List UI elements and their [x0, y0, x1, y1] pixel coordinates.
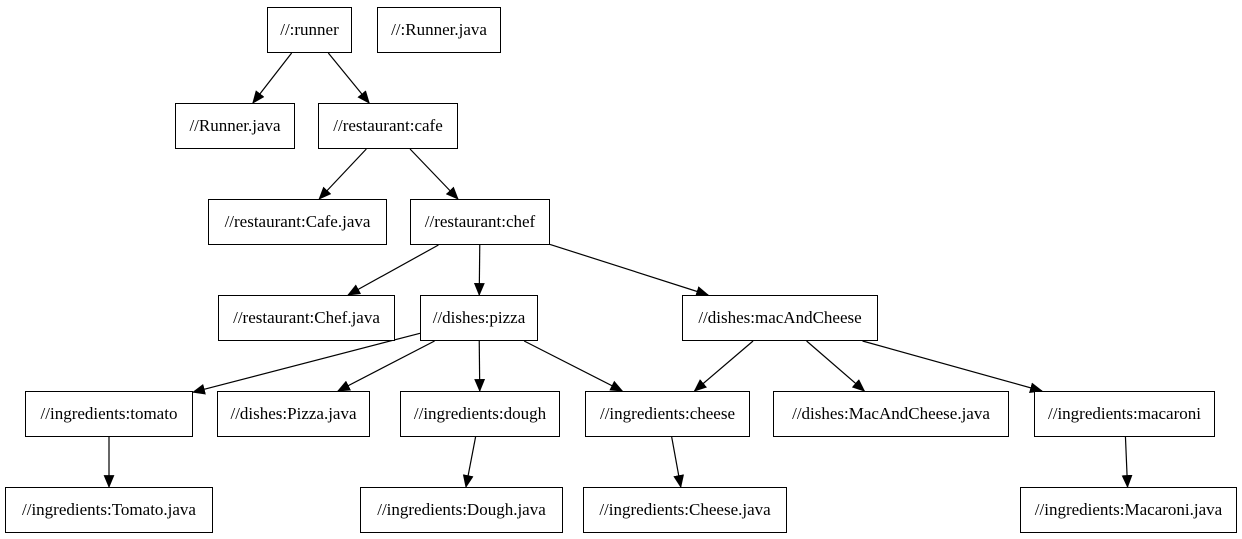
- graph-edge-macaroni-to-macaroni-java: [1121, 436, 1133, 489]
- graph-node-runner-java: //Runner.java: [175, 103, 295, 149]
- graph-edge-runner-to-runner-java: [252, 52, 293, 104]
- graph-node-label: //dishes:pizza: [432, 308, 526, 327]
- graph-node-cafe-java: //restaurant:Cafe.java: [208, 199, 387, 245]
- graph-node-macaroni: //ingredients:macaroni: [1034, 391, 1215, 437]
- graph-edge-runner-to-cafe: [327, 52, 370, 104]
- graph-node-label: //ingredients:Cheese.java: [599, 500, 771, 519]
- graph-node-runner-java-root: //:Runner.java: [377, 7, 501, 53]
- graph-node-tomato-java: //ingredients:Tomato.java: [5, 487, 213, 533]
- graph-node-macandcheese-java: //dishes:MacAndCheese.java: [773, 391, 1009, 437]
- graph-node-label: //:runner: [280, 20, 339, 39]
- graph-node-label: //restaurant:chef: [424, 212, 536, 231]
- graph-edge-dough-to-dough-java: [462, 436, 477, 489]
- graph-node-cheese-java: //ingredients:Cheese.java: [583, 487, 787, 533]
- graph-node-label: //restaurant:Chef.java: [233, 308, 380, 327]
- graph-node-cheese: //ingredients:cheese: [585, 391, 750, 437]
- graph-node-pizza-java: //dishes:Pizza.java: [217, 391, 370, 437]
- graph-node-label: //restaurant:Cafe.java: [224, 212, 371, 231]
- graph-edge-pizza-to-pizza-java: [336, 340, 435, 392]
- graph-edge-macandcheese-to-cheese: [693, 340, 754, 392]
- graph-node-label: //ingredients:dough: [413, 404, 547, 423]
- graph-node-macandcheese: //dishes:macAndCheese: [682, 295, 878, 341]
- graph-edge-pizza-to-dough: [474, 340, 486, 393]
- graph-node-label: //dishes:macAndCheese: [698, 308, 862, 327]
- graph-node-label: //ingredients:macaroni: [1048, 404, 1201, 423]
- graph-node-label: //:Runner.java: [391, 20, 487, 39]
- graph-node-label: //dishes:MacAndCheese.java: [792, 404, 990, 423]
- graph-node-label: //ingredients:Macaroni.java: [1034, 500, 1223, 519]
- graph-node-label: //ingredients:tomato: [40, 404, 178, 423]
- graph-node-label: //ingredients:Tomato.java: [22, 500, 196, 519]
- graph-node-dough-java: //ingredients:Dough.java: [360, 487, 563, 533]
- graph-node-tomato: //ingredients:tomato: [25, 391, 193, 437]
- graph-edge-pizza-to-tomato: [191, 332, 421, 395]
- graph-edge-chef-to-pizza: [473, 244, 485, 297]
- graph-edge-cheese-to-cheese-java: [671, 436, 684, 489]
- graph-edge-macandcheese-to-macaroni: [862, 340, 1044, 394]
- graph-node-cafe: //restaurant:cafe: [318, 103, 458, 149]
- graph-node-label: //dishes:Pizza.java: [230, 404, 357, 423]
- graph-edge-pizza-to-cheese: [523, 340, 624, 392]
- graph-node-dough: //ingredients:dough: [400, 391, 560, 437]
- graph-node-runner: //:runner: [267, 7, 352, 53]
- graph-node-label: //ingredients:Dough.java: [377, 500, 546, 519]
- graph-node-pizza: //dishes:pizza: [420, 295, 538, 341]
- graph-node-label: //restaurant:cafe: [333, 116, 443, 135]
- graph-node-label: //Runner.java: [189, 116, 281, 135]
- graph-node-label: //ingredients:cheese: [599, 404, 735, 423]
- graph-node-macaroni-java: //ingredients:Macaroni.java: [1020, 487, 1237, 533]
- graph-node-chef-java: //restaurant:Chef.java: [218, 295, 395, 341]
- graph-edge-cafe-to-cafe-java: [318, 148, 367, 200]
- graph-edge-chef-to-macandcheese: [549, 243, 710, 297]
- graph-edge-cafe-to-chef: [409, 148, 459, 200]
- graph-edge-chef-to-chef-java: [347, 244, 439, 296]
- graph-edge-macandcheese-to-macandcheese-java: [806, 340, 866, 392]
- graph-node-chef: //restaurant:chef: [410, 199, 550, 245]
